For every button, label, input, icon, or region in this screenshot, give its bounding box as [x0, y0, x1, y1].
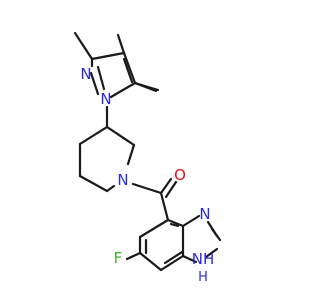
bond [138, 218, 170, 239]
atom-n: N [117, 171, 128, 189]
atom-n: N [100, 90, 111, 108]
bond [122, 51, 137, 85]
bond [133, 81, 160, 92]
bond [210, 227, 222, 242]
bond [169, 222, 180, 228]
bonds [73, 31, 222, 272]
bond [163, 250, 184, 265]
bond [204, 247, 219, 259]
atom-n: N [199, 205, 210, 223]
atom-o: O [174, 166, 186, 184]
molecule-structure: N N N O N NH H F [73, 31, 222, 285]
atom-h: H [198, 270, 208, 285]
bond [105, 184, 116, 193]
bond [131, 182, 163, 195]
bond [78, 125, 109, 146]
bond [90, 51, 126, 61]
bond [122, 57, 134, 84]
bond [166, 218, 185, 228]
atom-labels: N N N O N NH H F [80, 65, 214, 285]
bond [73, 31, 94, 61]
bond [181, 214, 201, 228]
bond [78, 174, 109, 193]
bond [164, 180, 178, 199]
bond [116, 33, 126, 55]
bond [159, 254, 185, 272]
bond [96, 65, 106, 91]
bond [105, 125, 136, 147]
bond [89, 71, 100, 96]
atom-n: N [80, 65, 91, 83]
bond [109, 81, 137, 99]
bond [125, 251, 142, 261]
bond [126, 143, 136, 166]
atom-nh: NH [192, 250, 215, 268]
bond [138, 251, 163, 272]
bond [181, 254, 198, 264]
bond [159, 191, 170, 222]
bond [159, 177, 173, 195]
atom-f: F [114, 249, 123, 267]
